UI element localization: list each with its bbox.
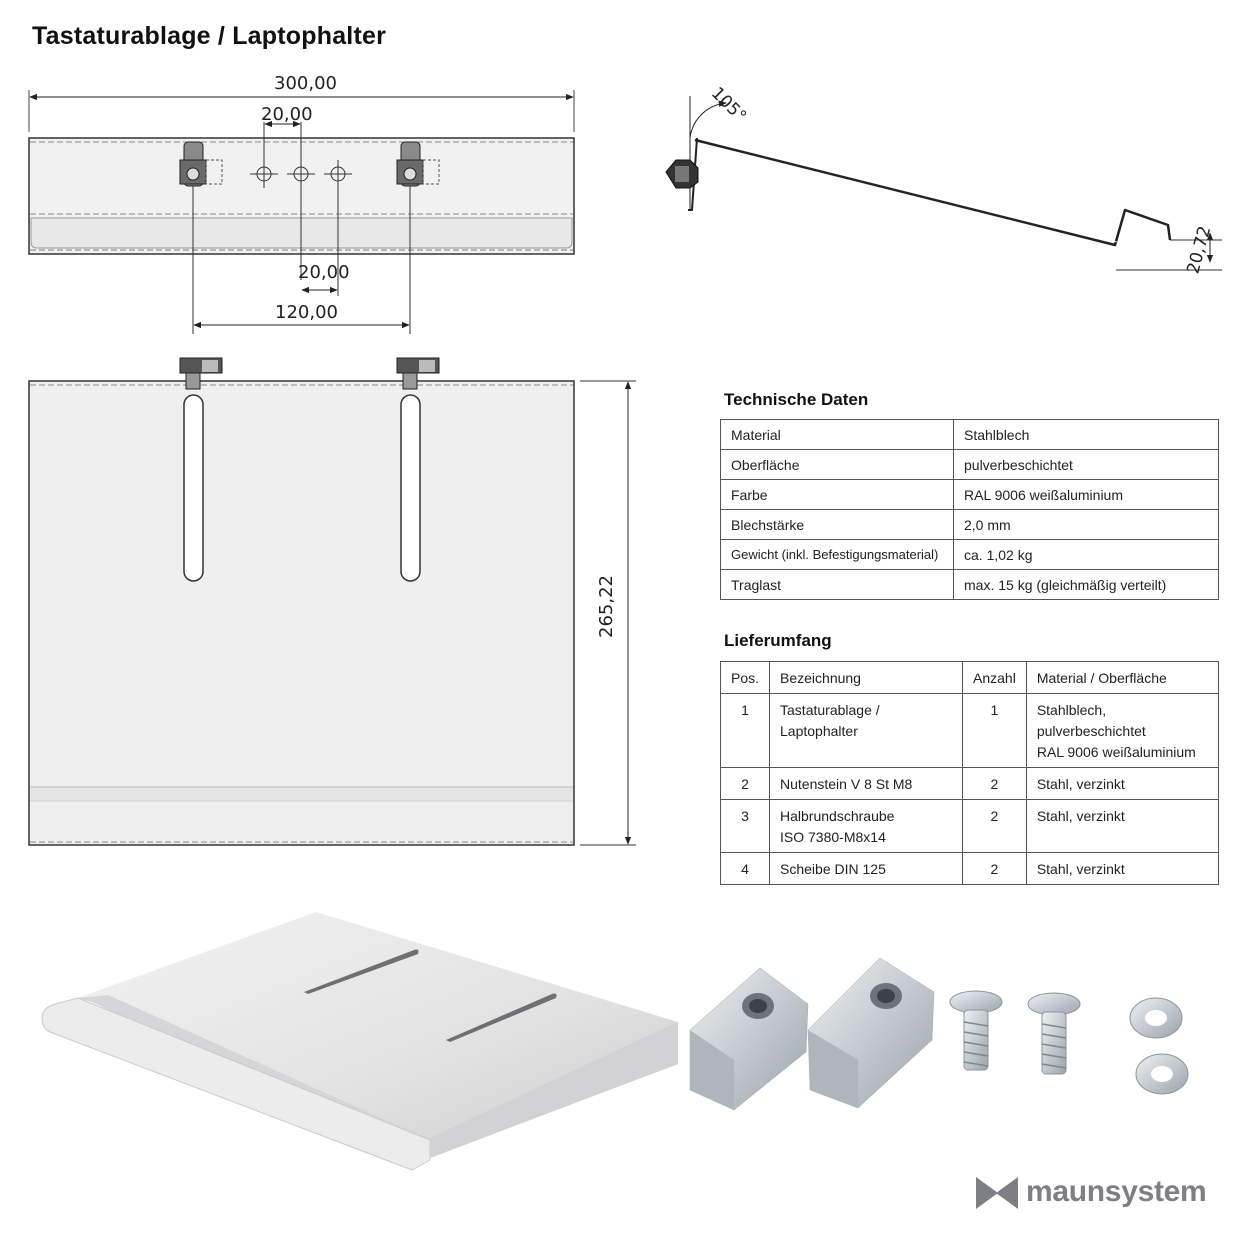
dim-hole-spacing-top: 20,00 — [261, 104, 313, 125]
brand-logo-text: maunsystem — [1026, 1175, 1207, 1208]
table-row: 4 Scheibe DIN 125 2 Stahl, verzinkt — [719, 852, 1220, 885]
delivery-heading: Lieferumfang — [724, 631, 832, 650]
dim-width-total: 300,00 — [274, 73, 337, 94]
table-header-row: Pos. Bezeichnung Anzahl Material / Oberf… — [719, 661, 1220, 694]
dim-depth: 265,22 — [595, 575, 617, 638]
dim-slot-distance: 120,00 — [275, 302, 338, 323]
table-row: 1 Tastaturablage / Laptophalter 1 Stahlb… — [719, 693, 1220, 768]
hardware-image — [689, 957, 1189, 1111]
side-profile — [665, 96, 1222, 271]
front-view — [28, 90, 575, 334]
product-plate-image — [41, 912, 678, 1171]
delivery-table: Pos. Bezeichnung Anzahl Material / Oberf… — [719, 661, 1220, 885]
maunsystem-logo-icon — [976, 1177, 1018, 1209]
technical-data-heading: Technische Daten — [724, 390, 869, 409]
table-row: 2 Nutenstein V 8 St M8 2 Stahl, verzinkt — [719, 767, 1220, 800]
table-row: Gewicht (inkl. Befestigungsmaterial)ca. … — [720, 539, 1219, 570]
dim-hole-spacing-bottom: 20,00 — [298, 262, 350, 283]
top-view — [28, 357, 636, 846]
page-title: Tastaturablage / Laptophalter — [32, 22, 387, 50]
